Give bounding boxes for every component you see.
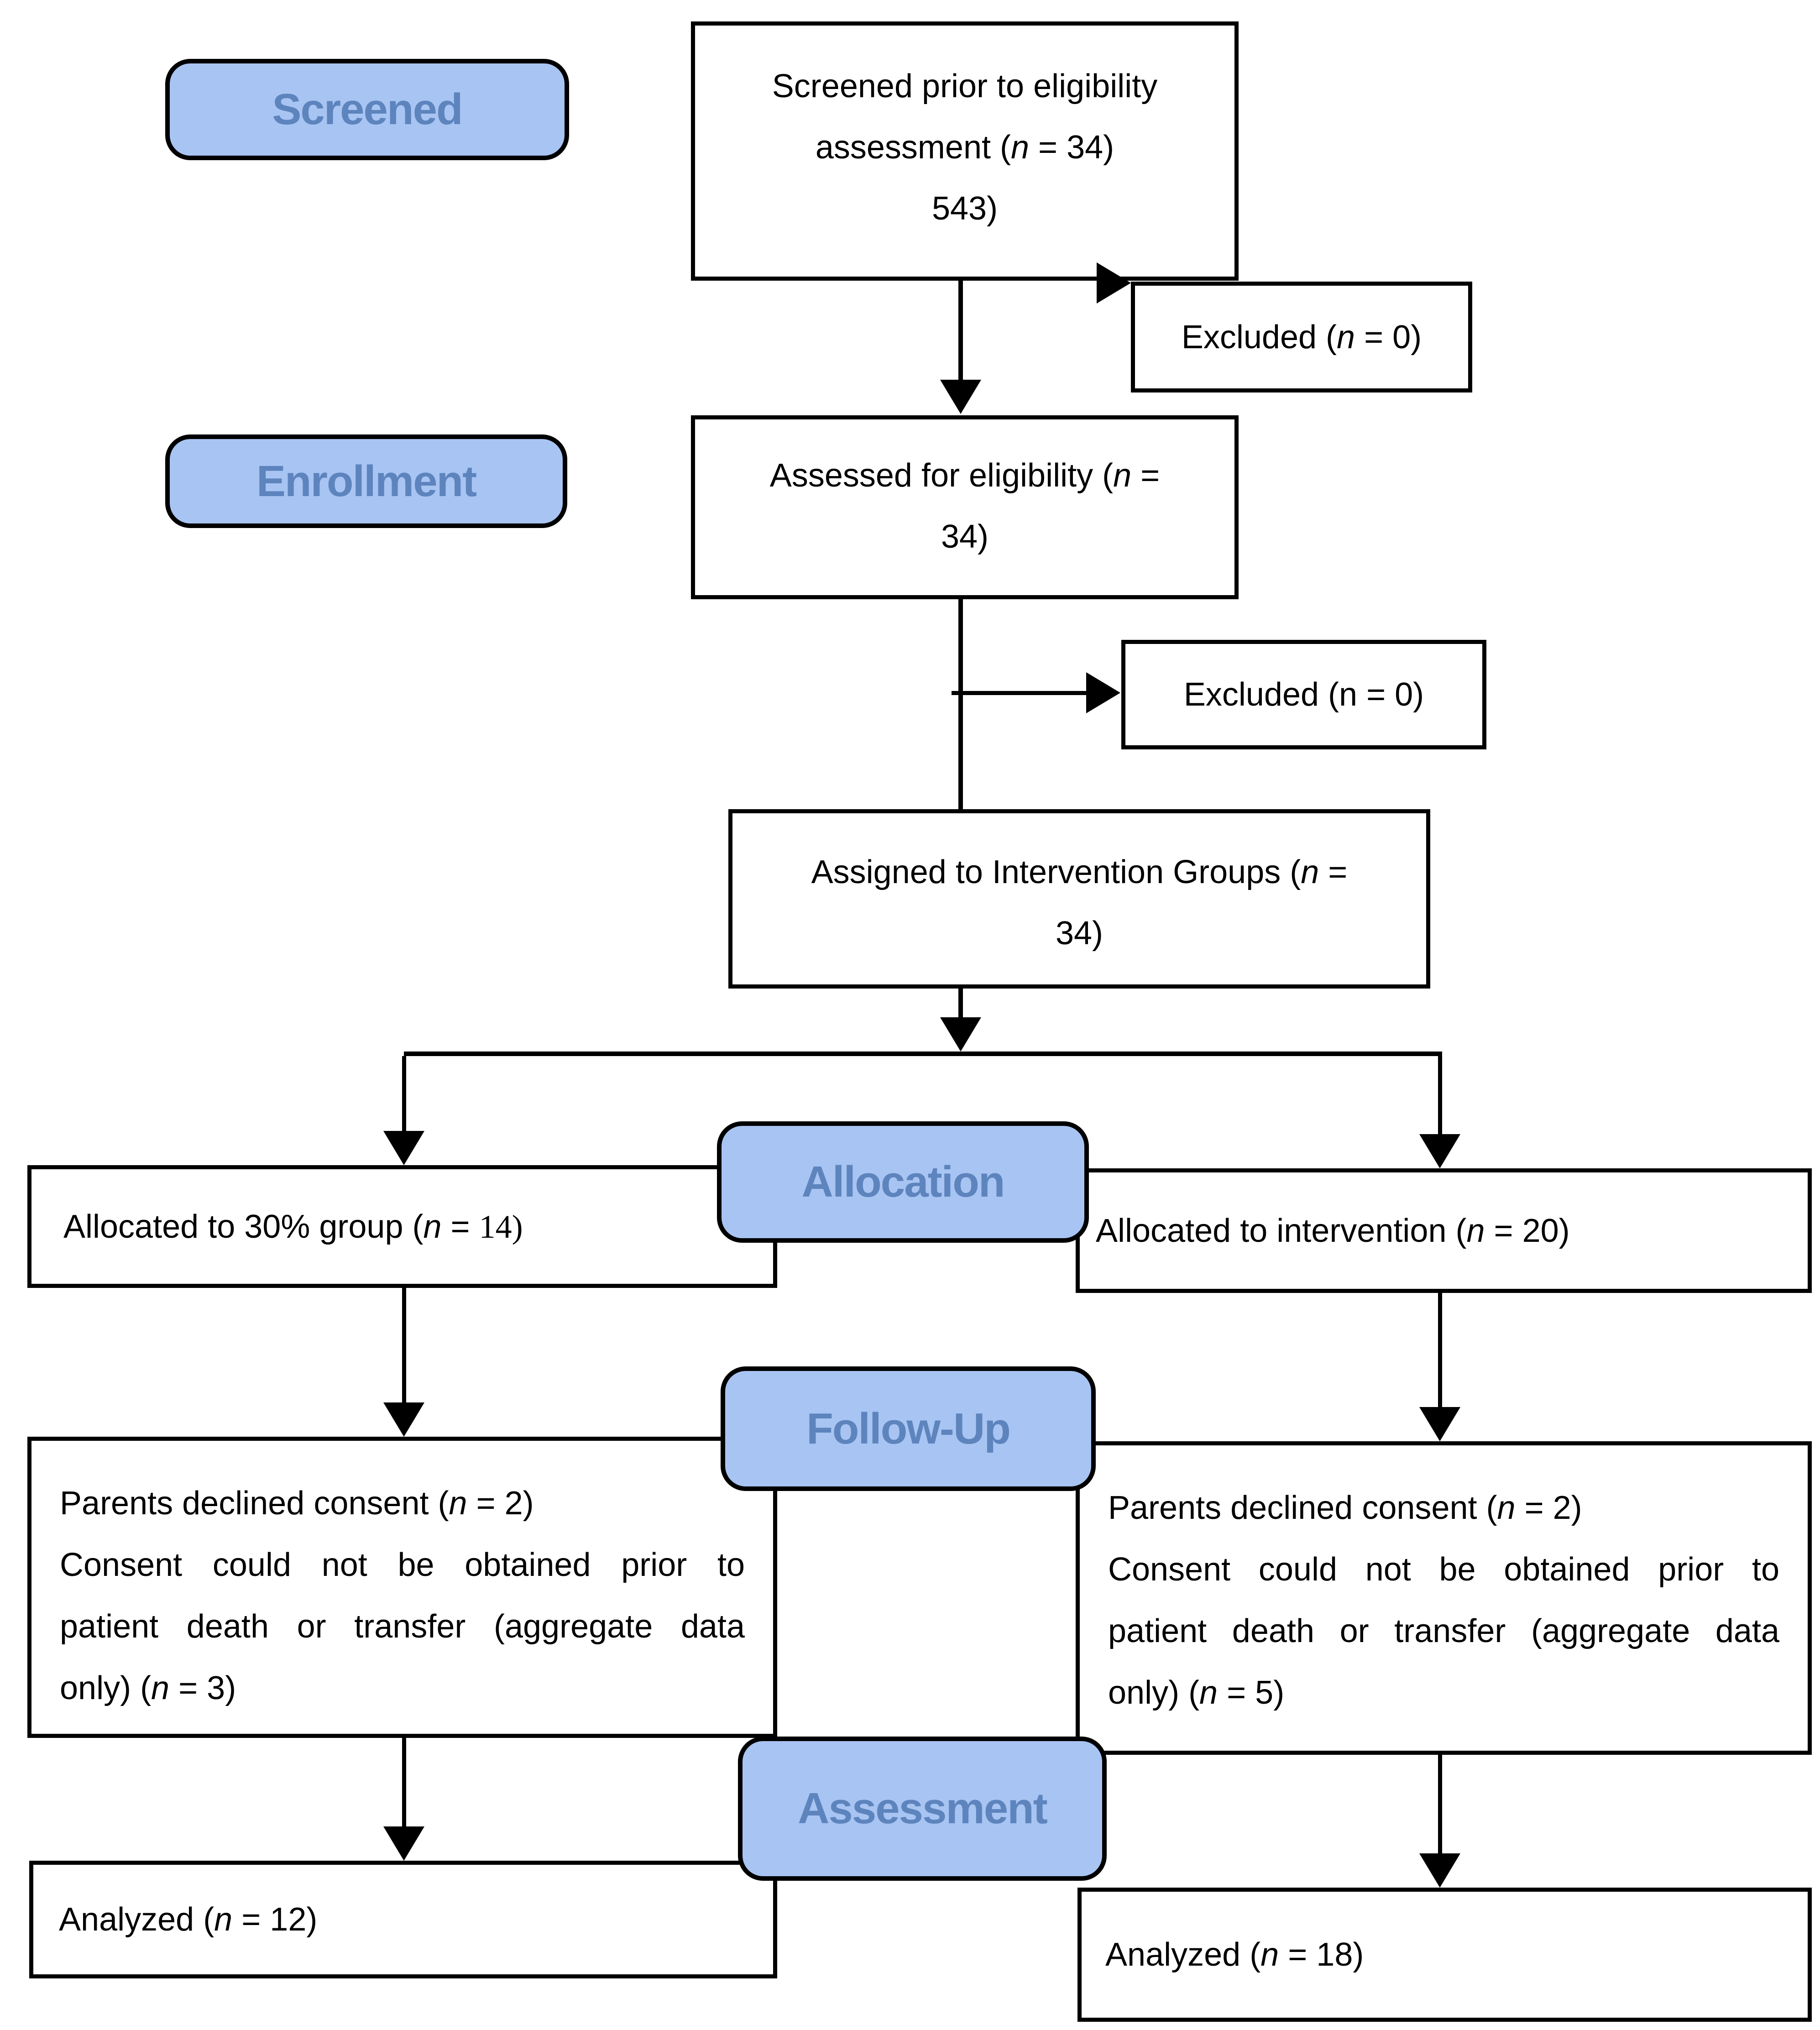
- box-screened-prior-line1: Screened prior to eligibility: [772, 68, 1158, 105]
- stage-label-assessment-text: Assessment: [798, 1784, 1048, 1833]
- connector-branch-to-allocated-right-line: [1438, 1056, 1442, 1136]
- box-followup-left: Parents declined consent (n = 2) Consent…: [27, 1437, 777, 1738]
- box-excluded-1: Excluded (n = 0): [1131, 282, 1472, 392]
- connector-assigned-to-branch-line: [958, 989, 963, 1020]
- box-followup-left-line2: Consent could not be obtained prior to: [60, 1547, 745, 1583]
- stage-label-followup: Follow-Up: [721, 1366, 1096, 1491]
- connector-allocated-right-to-followup-line: [1438, 1293, 1442, 1409]
- box-followup-right-line1: Parents declined consent (n = 2): [1108, 1490, 1582, 1526]
- box-excluded-2: Excluded (n = 0): [1121, 640, 1486, 749]
- box-allocated-left: Allocated to 30% group (n = 14): [27, 1165, 777, 1288]
- connector-branch-to-allocated-left-line: [402, 1056, 406, 1133]
- arrowhead-right-excluded-1: [1097, 262, 1131, 303]
- box-followup-right-line2: Consent could not be obtained prior to: [1108, 1551, 1779, 1588]
- arrowhead-down-analyzed-left: [383, 1826, 424, 1861]
- box-assessed: Assessed for eligibility (n = 34): [691, 415, 1239, 599]
- stage-label-enrollment-text: Enrollment: [256, 456, 477, 506]
- connector-followup-left-to-analyzed-line: [402, 1738, 406, 1827]
- stage-label-allocation-text: Allocation: [801, 1157, 1005, 1206]
- box-allocated-right-text: Allocated to intervention (n = 20): [1096, 1212, 1570, 1249]
- box-assigned-line2: 34): [1055, 915, 1104, 952]
- stage-label-enrollment: Enrollment: [165, 434, 567, 528]
- arrowhead-down-assessed: [940, 380, 981, 414]
- arrowhead-down-followup-left: [383, 1402, 424, 1437]
- box-allocated-left-text: Allocated to 30% group (n = 14): [63, 1208, 523, 1245]
- stage-label-followup-text: Follow-Up: [806, 1404, 1011, 1453]
- connector-to-excluded-2-line: [952, 691, 1088, 695]
- stage-label-allocation: Allocation: [717, 1121, 1089, 1243]
- box-assessed-line2: 34): [941, 518, 989, 555]
- arrowhead-down-analyzed-right: [1419, 1853, 1460, 1888]
- stage-label-screened: Screened: [165, 59, 569, 160]
- arrowhead-down-allocated-right: [1419, 1134, 1460, 1168]
- box-followup-right: Parents declined consent (n = 2) Consent…: [1076, 1441, 1812, 1755]
- stage-label-assessment: Assessment: [738, 1737, 1107, 1881]
- box-screened-prior: Screened prior to eligibility assessment…: [691, 21, 1239, 281]
- box-screened-prior-line2: assessment (n = 34): [815, 129, 1114, 166]
- stage-label-screened-text: Screened: [272, 85, 463, 134]
- box-excluded-2-text: Excluded (n = 0): [1183, 676, 1424, 713]
- arrowhead-right-excluded-2: [1086, 672, 1120, 713]
- connector-assessed-to-assigned-line: [958, 599, 963, 809]
- connector-allocated-left-to-followup-line: [402, 1288, 406, 1404]
- box-assessed-line1: Assessed for eligibility (n =: [769, 457, 1160, 494]
- box-analyzed-right: Analyzed (n = 18): [1077, 1888, 1812, 2022]
- box-analyzed-left-text: Analyzed (n = 12): [59, 1901, 318, 1938]
- box-followup-left-line3: patient death or transfer (aggregate dat…: [60, 1608, 745, 1645]
- arrowhead-down-branch: [940, 1017, 981, 1052]
- branch-line: [404, 1052, 1442, 1056]
- box-analyzed-left: Analyzed (n = 12): [29, 1861, 777, 1978]
- connector-screened-to-assessed-line: [958, 281, 963, 381]
- arrowhead-down-allocated-left: [383, 1131, 424, 1165]
- box-followup-right-line3: patient death or transfer (aggregate dat…: [1108, 1613, 1779, 1649]
- box-assigned: Assigned to Intervention Groups (n = 34): [728, 809, 1430, 989]
- connector-followup-right-to-analyzed-line: [1438, 1755, 1442, 1854]
- box-allocated-right: Allocated to intervention (n = 20): [1076, 1168, 1812, 1293]
- box-assigned-line1: Assigned to Intervention Groups (n =: [811, 854, 1348, 890]
- box-excluded-1-text: Excluded (n = 0): [1181, 319, 1422, 356]
- box-followup-left-line1: Parents declined consent (n = 2): [60, 1485, 534, 1522]
- box-screened-prior-line3: 543): [931, 190, 998, 227]
- arrowhead-down-followup-right: [1419, 1407, 1460, 1441]
- box-followup-right-line4: only) (n = 5): [1108, 1674, 1285, 1711]
- box-followup-left-line4: only) (n = 3): [60, 1670, 236, 1706]
- box-analyzed-right-text: Analyzed (n = 18): [1105, 1936, 1364, 1973]
